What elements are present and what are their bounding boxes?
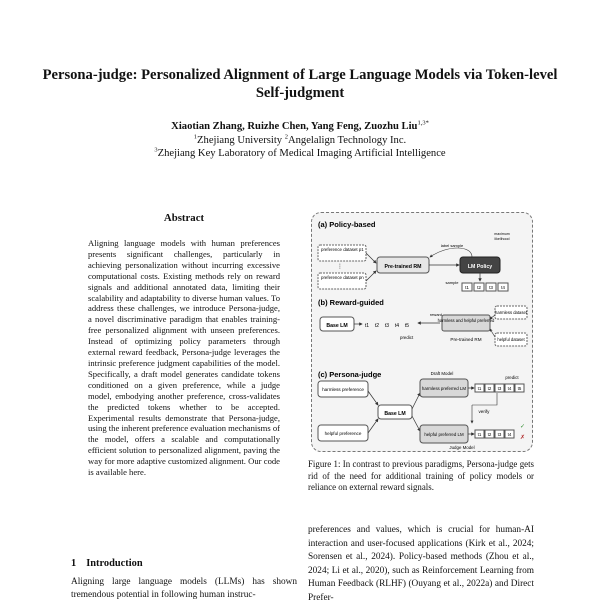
harmless-pref-label: harmless preference	[322, 387, 364, 392]
predict-label-c: predict	[505, 375, 519, 380]
panel-a-title: (a) Policy-based	[318, 220, 376, 229]
lm-policy-label: LM Policy	[468, 264, 492, 270]
token-box	[474, 429, 485, 439]
figure-caption: Figure 1: In contrast to previous paradi…	[308, 459, 534, 493]
harmless-dataset-box	[494, 305, 528, 320]
token: t2	[488, 432, 492, 437]
token: t3	[489, 285, 493, 290]
base-lm-label-c: Base LM	[384, 411, 405, 417]
intro-heading: 1 Introduction	[71, 558, 143, 569]
token: t5	[518, 386, 522, 391]
affiliation-1: Zhejiang University	[197, 134, 283, 146]
affil-mark-1: 1	[193, 132, 198, 140]
panel-c-title: (c) Persona-judge	[318, 370, 381, 379]
draft-model-label: Draft Model	[431, 371, 454, 376]
token-box	[484, 429, 495, 439]
panel-b-title: (b) Reward-guided	[318, 298, 384, 307]
harmless-dataset-label: harmless dataset	[495, 310, 528, 315]
token: t1	[478, 432, 482, 437]
token: t2	[477, 285, 481, 290]
pretrained-rm-label: Pre-trained RM	[385, 264, 422, 270]
predict-label-b: predict	[400, 335, 414, 340]
token: t2	[375, 323, 379, 329]
author-block: Xiaotian Zhang, Ruizhe Chen, Yang Feng, …	[40, 120, 560, 161]
pref-dataset-n-label: preference dataset pn	[321, 275, 364, 280]
affil-mark-2: 2	[284, 132, 288, 140]
cross-icon: ✗	[520, 434, 525, 441]
base-lm-box-c	[377, 404, 413, 420]
right-column-text: preferences and values, which is crucial…	[308, 525, 534, 603]
likelihood-text: likelihood	[495, 237, 510, 241]
helpful-lm-label: helpful preferred LM	[424, 432, 464, 437]
token-box	[473, 282, 485, 292]
base-lm-label-b: Base LM	[326, 323, 347, 329]
rm-preferred-label: harmless and helpful preferred	[438, 318, 495, 323]
panel-c-tokens-bottom: t1 t2 t3 t4	[474, 429, 515, 439]
affiliation-2: Angelalign Technology Inc.	[287, 134, 407, 146]
token: t1	[465, 285, 469, 290]
intro-number: 1	[71, 558, 77, 569]
token-box	[497, 282, 509, 292]
helpful-dataset-box	[494, 332, 528, 347]
author-names: Xiaotian Zhang, Ruizhe Chen, Yang Feng, …	[171, 121, 418, 132]
token: t4	[501, 285, 505, 290]
panel-b-tokens: t1 t2 t3 t4 t5	[365, 323, 409, 329]
panel-c-tokens-top: t1 t2 t3 t4 t5	[474, 383, 525, 393]
intro-text: Aligning large language models (LLMs) ha…	[71, 577, 297, 601]
label-sample-text: label sample	[441, 243, 464, 248]
figure-1: (a) Policy-based preference dataset p1 p…	[311, 212, 533, 452]
token: t4	[395, 323, 399, 329]
token: t2	[488, 386, 492, 391]
token-box	[504, 383, 515, 393]
author-marks: 1,3*	[417, 119, 429, 127]
token-box	[504, 429, 515, 439]
token-box	[484, 383, 495, 393]
pretrained-rm-label-b: Pre-trained RM	[450, 337, 481, 342]
pref-dataset-1-label: preference dataset p1	[321, 247, 364, 252]
verify-label: verify	[479, 409, 491, 414]
paper-title: Persona-judge: Personalized Alignment of…	[42, 67, 558, 101]
token-box	[494, 429, 505, 439]
token: t1	[365, 323, 369, 329]
abstract-heading: Abstract	[163, 212, 205, 224]
judge-model-label: Judge Model	[449, 445, 474, 450]
token: t1	[478, 386, 482, 391]
affil-mark-3: 3	[154, 146, 158, 154]
reward-label: reward	[430, 312, 442, 317]
harmless-pref-box	[317, 380, 369, 398]
rm-preferred-box	[441, 314, 491, 332]
token: t3	[498, 432, 502, 437]
helpful-pref-label: helpful preference	[325, 431, 362, 436]
sample-text: sample	[446, 280, 460, 285]
token-box	[485, 282, 497, 292]
token: t3	[385, 323, 389, 329]
abstract-text: Aligning language models with human pref…	[88, 238, 280, 478]
intro-title: Introduction	[86, 558, 143, 569]
token-box	[474, 383, 485, 393]
token: t4	[508, 386, 512, 391]
harmless-lm-label: harmless preferred LM	[422, 386, 467, 391]
token-box	[514, 383, 525, 393]
token: t4	[508, 432, 512, 437]
token-box	[494, 383, 505, 393]
token-box	[461, 282, 473, 292]
maximum-text: maximum	[494, 232, 510, 236]
check-icon: ✓	[520, 424, 525, 430]
token: t3	[498, 386, 502, 391]
panel-a-tokens: t1 t2 t3 t4	[461, 282, 509, 292]
affiliation-3: Zhejiang Key Laboratory of Medical Imagi…	[157, 148, 446, 159]
token: t5	[405, 323, 409, 329]
helpful-dataset-label: helpful dataset	[497, 337, 525, 342]
dataset-ellipsis: ⋮	[337, 263, 343, 270]
